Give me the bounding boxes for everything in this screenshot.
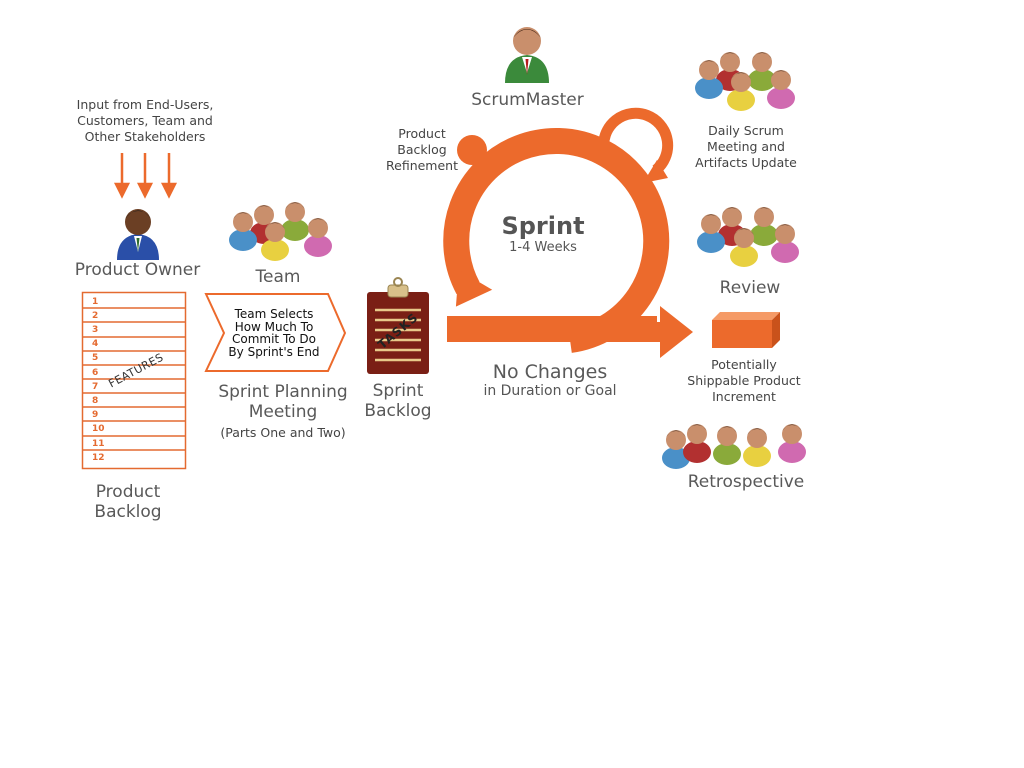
backlog-item: 7 <box>92 382 99 392</box>
input-line: Other Stakeholders <box>84 129 206 144</box>
backlog-item: 2 <box>92 311 99 321</box>
daily-scrum-line: Daily Scrum <box>708 123 784 138</box>
product-backlog-line: Backlog <box>94 502 162 522</box>
planning-chevron <box>204 293 347 372</box>
product-backlog-line: Product <box>95 482 161 502</box>
refinement-line: Refinement <box>386 158 458 173</box>
input-line: Customers, Team and <box>77 113 213 128</box>
retrospective-group-icon <box>662 424 806 469</box>
backlog-item: 10 <box>92 424 105 434</box>
input-arrows <box>113 153 178 199</box>
refinement-label: Product Backlog Refinement <box>380 126 464 174</box>
review-label: Review <box>719 278 781 298</box>
chevron-line: By Sprint's End <box>228 344 320 359</box>
input-line: Input from End-Users, <box>76 97 214 112</box>
backlog-item: 12 <box>92 453 105 463</box>
sprint-duration: 1-4 Weeks <box>509 240 577 255</box>
increment-line: Increment <box>712 389 776 404</box>
product-backlog-label: Product Backlog <box>78 482 178 522</box>
increment-line: Potentially <box>711 357 777 372</box>
backlog-item: 11 <box>92 439 105 449</box>
increment-line: Shippable Product <box>687 373 801 388</box>
clipboard-icon <box>367 277 429 374</box>
scrummaster-label: ScrumMaster <box>471 90 584 110</box>
refinement-line: Product <box>398 126 446 141</box>
chevron-line: Commit To Do <box>232 332 316 346</box>
product-box-icon <box>712 312 780 348</box>
increment-label: Potentially Shippable Product Increment <box>683 357 805 405</box>
sprint-backlog-label: Sprint Backlog <box>353 381 443 421</box>
daily-scrum-group-icon <box>695 52 795 111</box>
backlog-item: 9 <box>92 410 99 420</box>
businessman-icon <box>117 209 159 260</box>
sprint-backlog-line: Sprint <box>372 381 424 401</box>
sprint-planning-line: Meeting <box>248 402 318 422</box>
chevron-line: How Much To <box>234 319 314 334</box>
product-backlog-list <box>81 291 187 470</box>
team-label: Team <box>255 267 301 287</box>
team-group-icon <box>229 202 332 261</box>
sprint-backlog-line: Backlog <box>364 401 432 421</box>
review-group-icon <box>697 207 799 267</box>
daily-scrum-line: Meeting and <box>707 139 785 154</box>
backlog-item: 5 <box>92 353 99 363</box>
input-text: Input from End-Users, Customers, Team an… <box>60 97 230 145</box>
daily-scrum-line: Artifacts Update <box>695 155 797 170</box>
no-changes-title: No Changes <box>492 361 608 383</box>
sprint-cycle <box>443 107 693 358</box>
product-owner-label: Product Owner <box>74 260 201 280</box>
sprint-planning-title: Sprint Planning Meeting <box>208 382 358 422</box>
chevron-line: Team Selects <box>234 307 314 321</box>
no-changes-subtitle: in Duration or Goal <box>483 383 617 399</box>
backlog-item: 4 <box>92 339 99 349</box>
daily-scrum-label: Daily Scrum Meeting and Artifacts Update <box>690 123 802 171</box>
retrospective-label: Retrospective <box>687 472 805 492</box>
backlog-item: 1 <box>92 297 99 307</box>
backlog-item: 8 <box>92 396 99 406</box>
sprint-center: Sprint 1-4 Weeks <box>488 212 598 255</box>
sprint-title: Sprint <box>501 212 585 240</box>
chevron-text: Team Selects How Much To Commit To Do By… <box>222 308 326 358</box>
refinement-line: Backlog <box>397 142 447 157</box>
backlog-item: 3 <box>92 325 99 335</box>
scrummaster-icon <box>505 27 549 83</box>
sprint-planning-subtitle: (Parts One and Two) <box>220 425 346 440</box>
backlog-item: 6 <box>92 368 99 378</box>
sprint-planning-line: Sprint Planning <box>218 382 348 402</box>
